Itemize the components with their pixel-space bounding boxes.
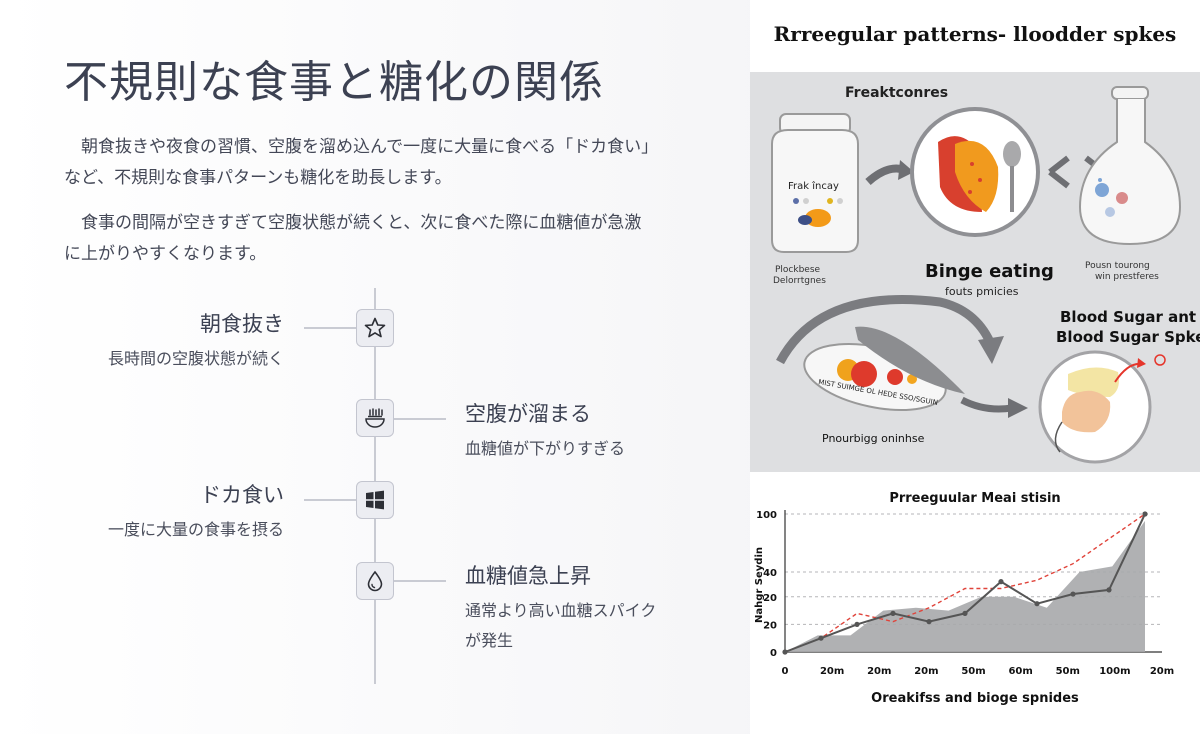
y-tick-label: 40 [763, 568, 777, 579]
timeline-connector [394, 580, 446, 582]
hand-icon [1054, 367, 1119, 453]
detail-line-2: に上がりやすくなります。 [64, 244, 267, 264]
bowl-icon [365, 408, 385, 428]
x-tick-label: 20m [820, 666, 844, 677]
timeline-desc-2: 血糖値が下がりすぎる [465, 439, 626, 458]
timeline-title-2: 空腹が溜まる [465, 402, 591, 426]
food-icon [938, 136, 1021, 212]
line-point [1070, 591, 1076, 597]
x-axis-label: Oreakifss and bioge spnides [871, 691, 1079, 706]
jar-icon [771, 113, 859, 253]
x-tick-label: 20m [867, 666, 891, 677]
detail-line-1: 食事の間隔が空きすぎて空腹状態が続くと、次に食べた際に血糖値が急激 [81, 213, 642, 233]
illustration-panel: Rrreegular patterns- lloodder spkes Frak… [750, 0, 1200, 734]
y-axis-label: Nahgr Seydin [754, 547, 765, 623]
timeline-desc-4-line-2: が発生 [465, 631, 514, 650]
y-tick-label: 100 [756, 510, 777, 521]
line-point [998, 579, 1004, 585]
timeline-connector [304, 327, 356, 329]
page-title: 不規則な食事と糖化の関係 [64, 57, 604, 108]
drop-mark-icon [1154, 354, 1166, 366]
drop-icon [367, 570, 383, 592]
x-tick-label: 20m [1150, 666, 1174, 677]
timeline-connector [304, 499, 356, 501]
timeline-connector [394, 418, 446, 420]
timeline-desc-4: 通常より高い血糖スパイク が発生 [465, 596, 656, 656]
fouts-label: fouts pmicies [945, 285, 1019, 298]
y-tick-label: 0 [770, 648, 777, 659]
detail-paragraph: 食事の間隔が空きすぎて空腹状態が続くと、次に食べた際に血糖値が急激 に上がりやす… [64, 208, 704, 270]
binge-eating-illustration: Frak încay Plockbese Delorrtgnes Freaktc… [750, 72, 1200, 472]
flask-icon [1078, 86, 1182, 246]
plate-icon [803, 326, 965, 411]
spike-chart: Prreeguular Meai stisin 0 20 20 40 100 0 20m 20m… [754, 491, 1174, 706]
intro-paragraph: 朝食抜きや夜食の習慣、空腹を溜め込んで一度に大量に食べる「ドカ食い」 など、不規… [64, 132, 704, 194]
timeline-desc-1: 長時間の空腹状態が続く [107, 349, 284, 368]
binge-eating-label: Binge eating [925, 261, 1054, 282]
timeline-desc-3: 一度に大量の食事を摂る [107, 520, 284, 539]
jar-label: Frak încay [788, 180, 839, 192]
windows-icon [366, 490, 384, 510]
delorrtgnes-label: Delorrtgnes [773, 276, 826, 286]
line-point [962, 610, 968, 616]
blood-sugar-label-1: Blood Sugar ant [1060, 308, 1196, 326]
x-tick-label: 100m [1099, 666, 1130, 677]
x-tick-label: 60m [1008, 666, 1032, 677]
timeline-title-4: 血糖値急上昇 [465, 564, 591, 588]
line-point [926, 619, 932, 625]
curved-arrow-icon [776, 295, 995, 365]
timeline-node-2 [356, 399, 394, 437]
pnourbigg-label: Pnourbigg oninhse [822, 432, 925, 445]
line-point [854, 621, 860, 627]
line-point [1142, 511, 1148, 517]
freaktconres-label: Freaktconres [845, 85, 948, 101]
timeline-node-1 [356, 309, 394, 347]
timeline-node-3 [356, 481, 394, 519]
x-tick-label: 0 [782, 666, 789, 677]
y-tick-label: 20 [763, 593, 777, 604]
x-tick-label: 50m [1056, 666, 1080, 677]
line-point [1034, 601, 1040, 607]
line-point [1106, 587, 1112, 593]
illustration-title: Rrreegular patterns- lloodder spkes [773, 22, 1177, 46]
line-point [890, 610, 896, 616]
intro-line-1: 朝食抜きや夜食の習慣、空腹を溜め込んで一度に大量に食べる「ドカ食い」 [81, 137, 659, 157]
pousn-label-1: Pousn tourong [1085, 261, 1150, 271]
plockbese-label: Plockbese [775, 265, 821, 275]
intro-line-2: など、不規則な食事パターンも糖化を助長します。 [64, 168, 452, 188]
timeline-title-3: ドカ食い [200, 483, 284, 507]
blood-sugar-label-2: Blood Sugar Spke [1056, 328, 1200, 346]
timeline-node-4 [356, 562, 394, 600]
pousn-label-2: win prestferes [1095, 272, 1159, 282]
timeline-desc-4-line-1: 通常より高い血糖スパイク [465, 601, 657, 620]
line-point [782, 649, 788, 655]
arrow-icon [960, 396, 1013, 413]
arrow-head-icon [898, 160, 914, 180]
timeline-title-1: 朝食抜き [200, 312, 284, 336]
double-arrow-icon [1048, 155, 1070, 189]
star-icon [364, 317, 386, 338]
line-point [818, 635, 824, 641]
x-tick-label: 20m [914, 666, 938, 677]
y-tick-label: 20 [763, 620, 777, 631]
chart-title: Prreeguular Meai stisin [889, 491, 1060, 506]
x-tick-label: 50m [961, 666, 985, 677]
dashed-series [784, 513, 1146, 653]
